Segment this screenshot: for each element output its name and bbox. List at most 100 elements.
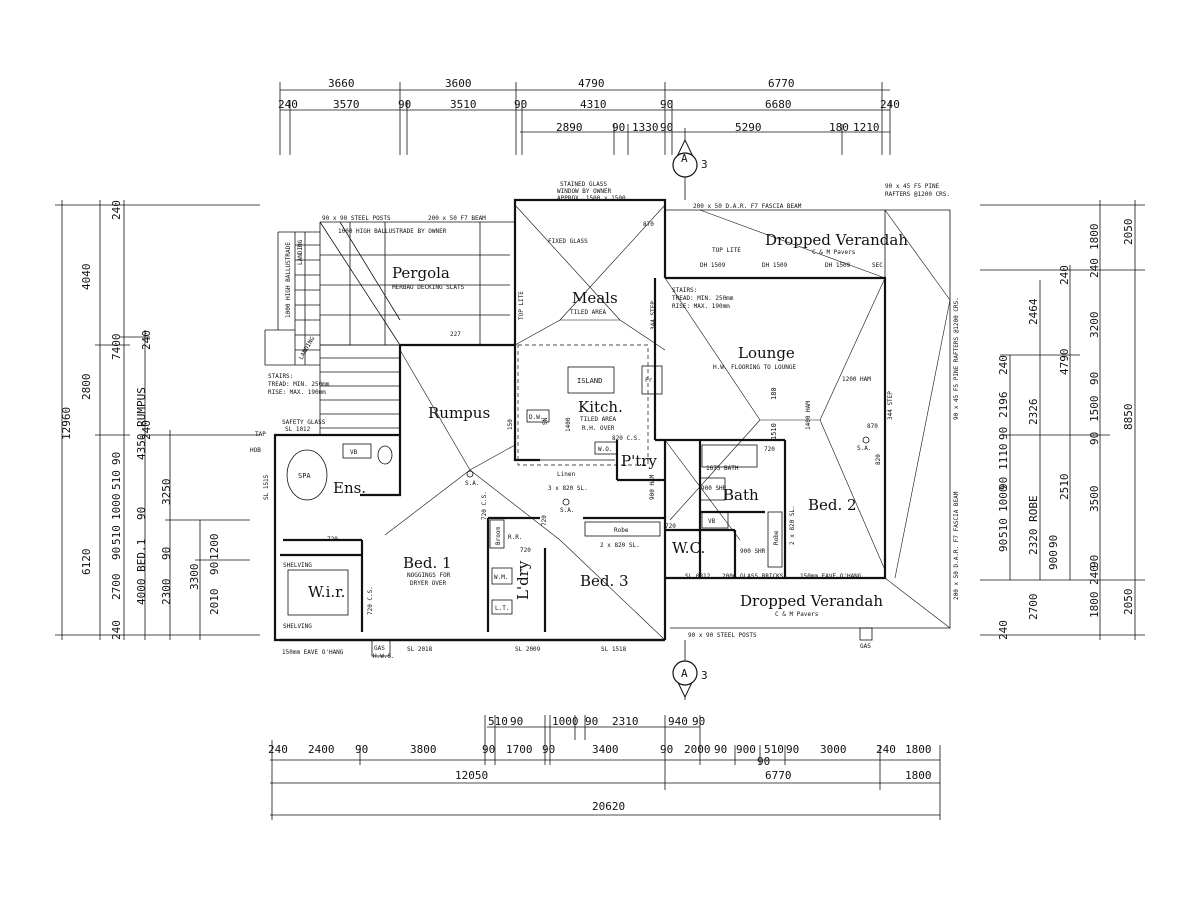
verandah-bottom-sub-label: C & M Pavers — [775, 611, 819, 618]
note-glass-bricks: 2006 GLASS BRICKS — [722, 573, 784, 580]
note-fascia-top: 200 x 50 D.A.R. F7 FASCIA BEAM — [693, 203, 802, 210]
room-label-bed2: Bed. 2 — [808, 496, 857, 514]
note-sl2018: SL 2018 — [407, 646, 433, 653]
room-label-wc: W.C. — [672, 539, 705, 557]
note-344-step-1: 344 STEP — [650, 301, 657, 330]
note-gas-right: GAS — [860, 643, 871, 650]
note-pine-rafters-right: 90 x 45 F5 PINE RAFTERS @1200 CRS. — [953, 297, 960, 420]
dim-right-1000: 1000 — [997, 486, 1010, 513]
note-steel-posts-top: 90 x 90 STEEL POSTS — [322, 215, 391, 222]
note-stairs-left-2: TREAD: MIN. 250mm — [268, 381, 330, 388]
dim-left-90d: 90 — [160, 547, 173, 560]
note-720-cs-hall: 720 C.S. — [481, 491, 488, 520]
dim-left-1000: 1000 — [110, 494, 123, 521]
note-sa-rumpus: S.A. — [465, 480, 479, 487]
section-letter-top: A — [681, 152, 688, 165]
dim-right-90g: 90 — [1047, 535, 1060, 548]
room-label-verandah-bottom: Dropped Verandah — [740, 592, 883, 610]
dim-right-2700: 2700 — [1027, 594, 1040, 621]
dim-bot4-0: 20620 — [592, 800, 625, 813]
west-rooms: Rumpus SAFETY GLASS SL 1012 TAP HOB SL 1… — [250, 404, 627, 660]
dim-right-1110: 1110 — [997, 444, 1010, 471]
note-island: ISLAND — [577, 377, 602, 385]
room-label-kitch: Kitch. — [578, 398, 623, 416]
dim-right-240e: 240 — [1058, 265, 1071, 285]
dim-bot2-11: 900 — [736, 743, 756, 756]
bed1-sub-label-1: NOGGINGS FOR — [407, 572, 451, 579]
note-1200-ham: 1200 HAM — [842, 376, 871, 383]
dim-left-240b: 240 — [110, 620, 123, 640]
note-wo: W.O. — [598, 446, 612, 453]
note-hws: H.W.S. — [373, 653, 395, 660]
dim-right-2320-robe: 2320 ROBE — [1027, 495, 1040, 555]
room-label-bath: Bath — [723, 486, 759, 504]
meals-sub-label: TILED AREA — [570, 309, 607, 316]
note-sec: SEC — [872, 262, 883, 269]
room-label-ens: Ens. — [333, 479, 366, 497]
room-label-wir: W.i.r. — [308, 583, 345, 601]
note-robe-sl-bed3: 2 x 820 SL. — [600, 542, 640, 549]
dim-right-1500: 1500 — [1088, 396, 1101, 423]
note-pine-rafters-2: RAFTERS @1200 CRS. — [885, 191, 950, 198]
dim-right-2196: 2196 — [997, 392, 1010, 419]
note-dh1509-c: DH 1509 — [825, 262, 851, 269]
note-robe-bed3: Robe — [614, 527, 629, 534]
dim-right-90c: 90 — [1088, 555, 1101, 568]
note-eave-right: 150mm EAVE O'HANG — [800, 573, 862, 580]
note-landing-1: LANDING — [297, 239, 304, 265]
note-fridge: Fr. — [645, 377, 656, 384]
note-ballustrade-vertical: 1000 HIGH BALLUSTRADE — [285, 242, 292, 318]
note-900-shr-bath: 900 SHR — [701, 485, 727, 492]
room-label-pergola: Pergola — [392, 264, 450, 282]
note-top-lite-lounge: TOP LITE — [712, 247, 741, 254]
note-sa-bed2: S.A. — [857, 445, 871, 452]
dim-left-4040: 4040 — [80, 264, 93, 291]
dim-left-3250: 3250 — [160, 479, 173, 506]
dim-bot2-12: 510 — [764, 743, 784, 756]
section-marker-bottom: A 3 — [672, 640, 708, 700]
note-344-step-2: 344 STEP — [887, 391, 894, 420]
bed1-sub-label-2: DRYER OVER — [410, 580, 447, 587]
top-dimensions: 3660 3600 4790 6770 240 3570 90 3510 90 … — [278, 77, 900, 155]
dim-bot2-2: 90 — [355, 743, 368, 756]
dim-left-6120: 6120 — [80, 549, 93, 576]
dim-right-2050a: 2050 — [1122, 219, 1135, 246]
dim-right-8850: 8850 — [1122, 404, 1135, 431]
note-stairs-left-1: STAIRS: — [268, 373, 293, 380]
dim-bot3-2: 1800 — [905, 769, 932, 782]
note-720-hall: 720 — [541, 515, 548, 526]
section-marker-top: A 3 — [672, 128, 708, 200]
room-label-verandah-top: Dropped Verandah — [765, 231, 908, 249]
note-wm: W.M. — [494, 574, 508, 581]
verandah-top-sub-label: C & M Pavers — [812, 249, 856, 256]
note-rr: R.R. — [508, 534, 522, 541]
dim-top2-7: 6680 — [765, 98, 792, 111]
center-south-rooms: Broom W.M. L.T. L'dry R.R. 720 Robe 2 x … — [481, 474, 661, 615]
note-broom: Broom — [495, 527, 502, 545]
note-fixed-glass: FIXED GLASS — [548, 238, 588, 245]
note-stained-glass-1: STAINED GLASS — [560, 181, 607, 188]
note-stained-glass-3: APPROX. 1500 x 1500 — [557, 195, 626, 202]
dim-right-90f: 90 — [997, 539, 1010, 552]
pergola-sub-label: MERBAU DECKING SLATS — [392, 284, 465, 291]
dim-bot1-4: 2310 — [612, 715, 639, 728]
section-letter-bottom: A — [681, 667, 688, 680]
note-870-meals: 870 — [643, 221, 654, 228]
note-1675-bath: 1675 BATH — [706, 465, 739, 472]
dim-right-2050b: 2050 — [1122, 589, 1135, 616]
note-720-ens: 720 — [327, 536, 338, 543]
dim-top2-8: 240 — [880, 98, 900, 111]
kitch-sub-label-1: TILED AREA — [580, 416, 617, 423]
dim-bot1-5: 940 — [668, 715, 688, 728]
note-steel-posts-bottom: 90 x 90 STEEL POSTS — [688, 632, 757, 639]
note-gas-left: GAS — [374, 645, 385, 652]
note-vb-bath: VB — [708, 518, 716, 525]
note-sink: SN — [542, 417, 549, 425]
dim-right-4790: 4790 — [1058, 349, 1071, 376]
room-label-pantry: P'try — [621, 452, 657, 470]
dim-top-3660: 3660 — [328, 77, 355, 90]
note-stairs-mid-1: STAIRS: — [672, 287, 697, 294]
dim-right-240a: 240 — [1088, 258, 1101, 278]
